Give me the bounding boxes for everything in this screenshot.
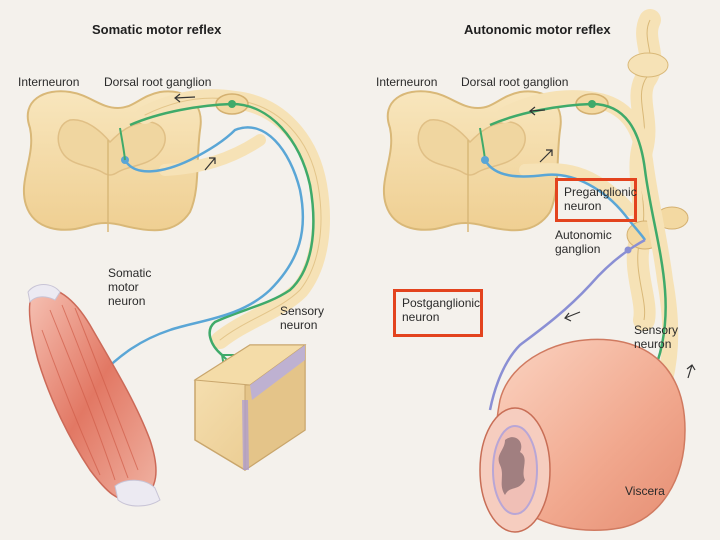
somatic-spinal-cord [22, 90, 202, 232]
autonomic-interneuron-label: Interneuron [376, 75, 438, 89]
skeletal-muscle [27, 284, 161, 507]
somatic-sensory-neuron-label: Sensory neuron [280, 304, 325, 332]
postganglionic-neuron-box: Postganglionic neuron [393, 289, 483, 337]
autonomic-ganglion-label: Autonomic ganglion [555, 228, 612, 256]
autonomic-title: Autonomic motor reflex [464, 22, 611, 37]
preganglionic-neuron-label-line2: neuron [564, 199, 602, 213]
somatic-title: Somatic motor reflex [92, 22, 222, 37]
somatic-sensory-neuron-path [129, 102, 315, 356]
viscera-label: Viscera [625, 484, 665, 498]
autonomic-dorsal-root-ganglion-label: Dorsal root ganglion [461, 75, 569, 89]
preganglionic-neuron-box: Preganglionic neuron [555, 178, 637, 222]
autonomic-sensory-neuron-label: Sensory neuron [634, 323, 679, 351]
skin-block [193, 344, 307, 471]
preganglionic-neuron-label-line1: Preganglionic [564, 185, 637, 199]
preganglionic-neuron-path [483, 159, 647, 241]
viscera-organ [479, 338, 686, 533]
somatic-motor-neuron-path [99, 126, 305, 376]
postganglionic-neuron-label-line1: Postganglionic [402, 296, 481, 310]
somatic-motor-neuron-label: Somatic motor neuron [108, 266, 152, 308]
autonomic-spinal-cord [382, 90, 562, 232]
somatic-interneuron-label: Interneuron [18, 75, 80, 89]
postganglionic-neuron-label-line2: neuron [402, 310, 440, 324]
postganglionic-neuron-path [488, 238, 646, 411]
somatic-dorsal-root-ganglion-label: Dorsal root ganglion [104, 75, 212, 89]
